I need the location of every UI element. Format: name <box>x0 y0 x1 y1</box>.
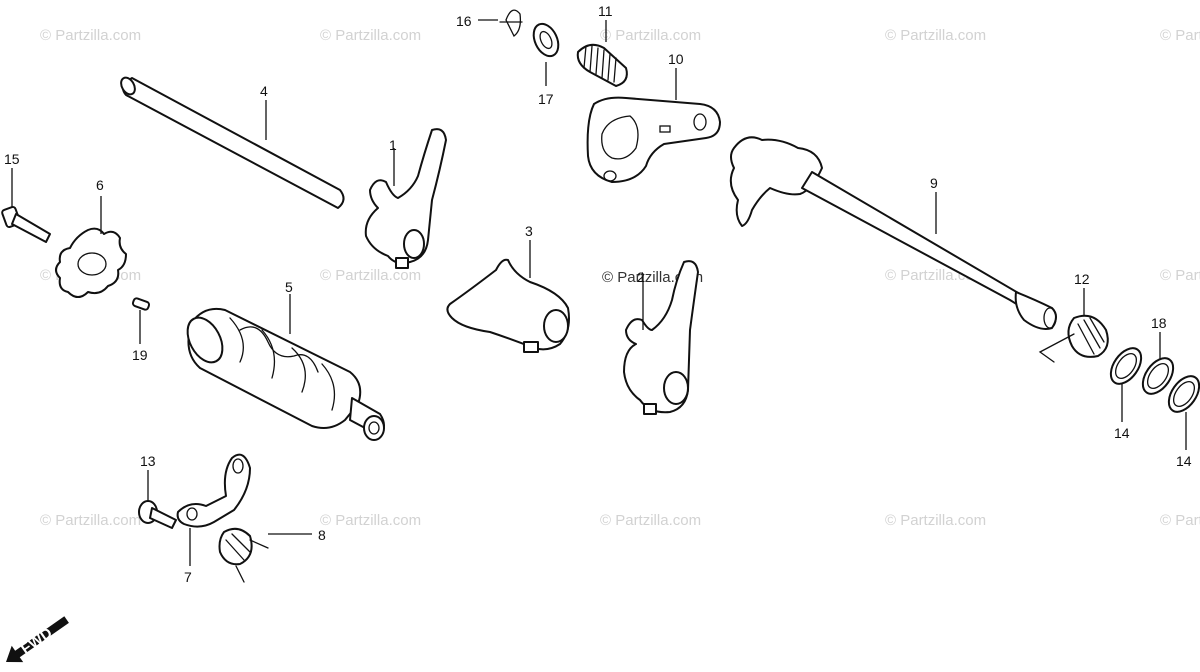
callout-8: 8 <box>318 527 326 543</box>
part-gearshift-spindle <box>729 136 1057 330</box>
part-shift-fork-1 <box>364 128 447 269</box>
watermark: © Partzilla.com <box>320 512 421 529</box>
callout-4: 4 <box>260 83 268 99</box>
part-stopper-plate <box>176 453 251 528</box>
part-shift-rod <box>120 76 345 209</box>
callout-14b: 14 <box>1176 453 1192 469</box>
watermark: © Partzilla.com <box>40 512 141 529</box>
callout-18: 18 <box>1151 315 1167 331</box>
callout-7: 7 <box>184 569 192 585</box>
leader-lines <box>11 19 1187 566</box>
watermark: © Partzilla.com <box>600 27 701 44</box>
callout-14a: 14 <box>1114 425 1130 441</box>
watermark: © Partzilla.com <box>600 512 701 529</box>
part-bolt-15 <box>1 205 51 243</box>
part-spring-8 <box>218 527 269 583</box>
watermark: © Partzilla.com <box>320 27 421 44</box>
callout-3: 3 <box>525 223 533 239</box>
callout-1: 1 <box>389 137 397 153</box>
watermark: © Partzilla.com <box>885 27 986 44</box>
watermark: © Partzilla.com <box>320 267 421 284</box>
callout-9: 9 <box>930 175 938 191</box>
part-shift-fork-2 <box>623 260 699 415</box>
fwd-indicator: FWD <box>6 616 69 663</box>
callout-labels: 4 1 3 5 2 6 15 16 17 11 10 9 12 14 14 18… <box>4 3 1192 585</box>
watermark: © Partzilla.com <box>1160 512 1200 529</box>
callout-17: 17 <box>538 91 554 107</box>
part-washer-17 <box>532 22 560 58</box>
part-shift-fork-3 <box>446 258 570 353</box>
part-stopper-arm <box>586 96 721 183</box>
part-washer-14b <box>1167 375 1200 413</box>
part-washer-18 <box>1141 357 1175 395</box>
part-pin-19 <box>131 297 151 311</box>
part-bolt-13 <box>138 500 177 529</box>
callout-19: 19 <box>132 347 148 363</box>
callout-6: 6 <box>96 177 104 193</box>
watermark: © Partzilla.com <box>1160 267 1200 284</box>
part-shift-drum <box>186 307 385 441</box>
fwd-arrow-icon <box>6 616 69 663</box>
watermark: © Partzilla.com <box>1160 27 1200 44</box>
watermark: © Partzilla.com <box>885 512 986 529</box>
callout-2: 2 <box>637 269 645 285</box>
part-return-spring <box>1038 314 1109 363</box>
callout-13: 13 <box>140 453 156 469</box>
part-clip-16 <box>499 9 523 37</box>
callout-10: 10 <box>668 51 684 67</box>
callout-16: 16 <box>456 13 472 29</box>
watermark: © Partzilla.com <box>40 27 141 44</box>
part-star-plate <box>55 227 127 298</box>
callout-12: 12 <box>1074 271 1090 287</box>
callout-15: 15 <box>4 151 20 167</box>
callout-11: 11 <box>598 3 613 19</box>
callout-5: 5 <box>285 279 293 295</box>
part-spring-11 <box>576 43 628 87</box>
part-washer-14a <box>1109 347 1143 385</box>
